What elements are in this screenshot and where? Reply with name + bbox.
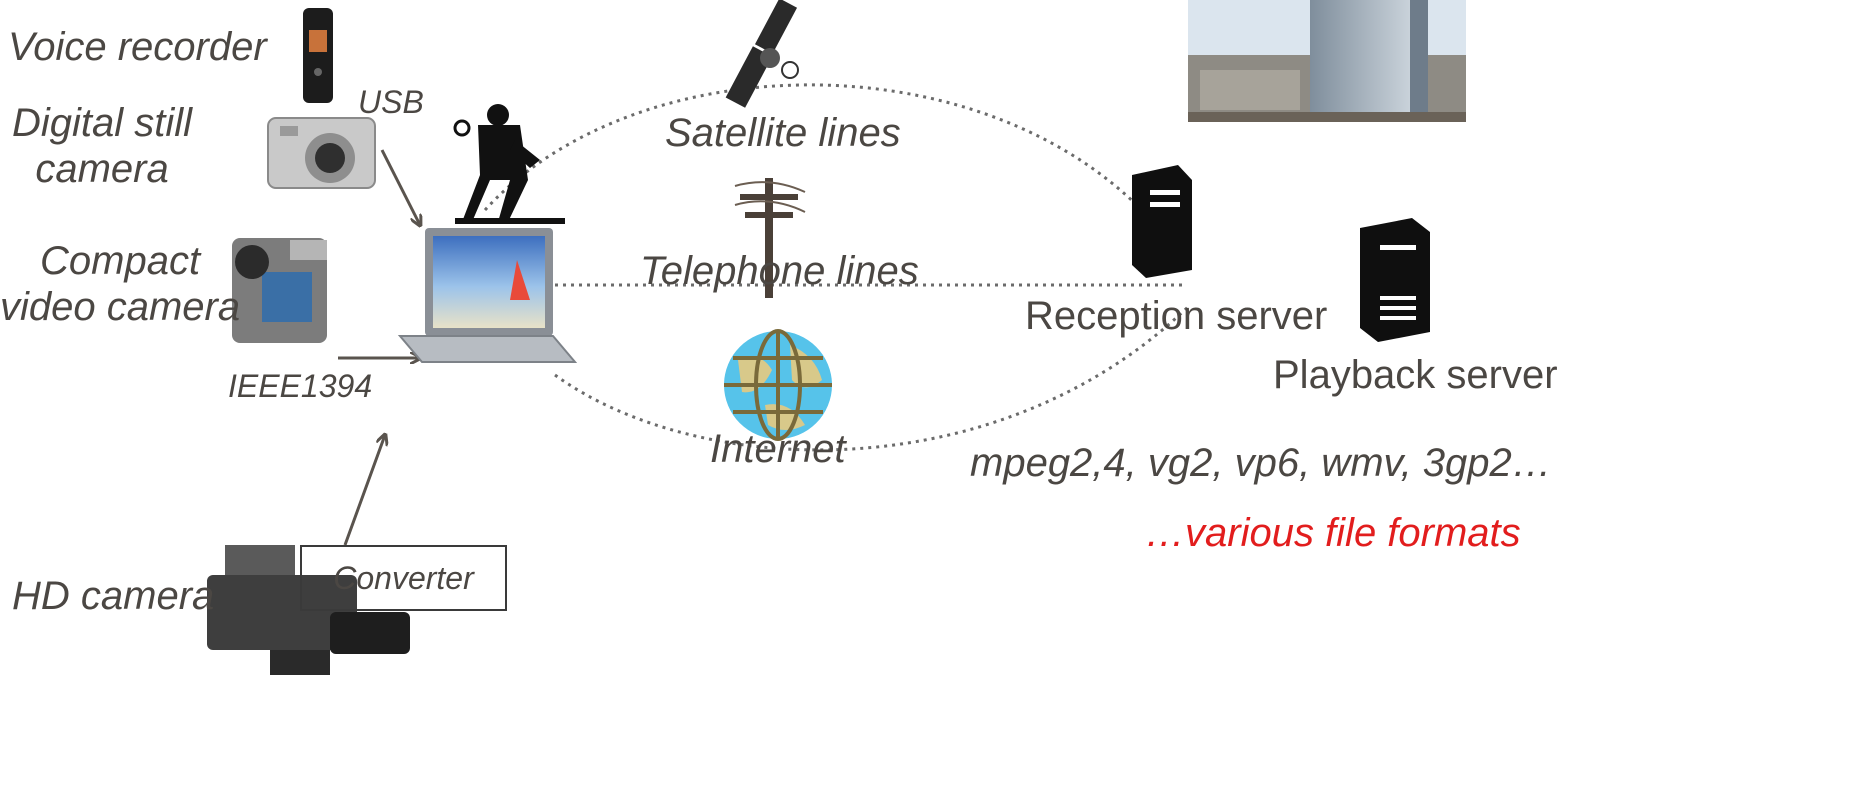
playback-server-icon — [1360, 218, 1430, 342]
compact-video-camera-label: Compact video camera — [0, 239, 241, 329]
internet-label: Internet — [710, 427, 846, 471]
globe-icon — [724, 329, 832, 441]
building-photo — [1188, 0, 1466, 122]
satellite-lines-label: Satellite lines — [665, 111, 901, 155]
usb-label: USB — [358, 84, 424, 120]
converter-label: Converter — [333, 559, 474, 596]
reception-server-label: Reception server — [1025, 294, 1328, 338]
telephone-lines-label: Telephone lines — [640, 249, 919, 293]
playback-server-label: Playback server — [1273, 353, 1558, 397]
converter-arrow — [343, 435, 385, 546]
usb-arrow — [380, 149, 420, 225]
digital-camera-icon — [267, 117, 376, 189]
formats-note: …various file formats — [1145, 511, 1521, 555]
formats-list: mpeg2,4, vg2, vp6, wmv, 3gp2… — [970, 441, 1552, 485]
voice-recorder-label: Voice recorder — [8, 25, 267, 69]
satellite-icon — [725, 0, 799, 108]
hd-camera-icon — [207, 545, 410, 675]
satellite-path — [483, 83, 1162, 231]
voice-recorder-icon — [303, 8, 333, 103]
reception-server-icon — [1132, 165, 1192, 278]
telephone-pole-icon — [734, 178, 806, 298]
hd-camera-label: HD camera — [12, 574, 215, 618]
video-camera-icon — [232, 238, 327, 343]
reporter-icon — [453, 104, 565, 224]
ieee1394-label: IEEE1394 — [228, 368, 373, 404]
digital-still-camera-label: Digital still camera — [12, 101, 193, 191]
laptop-icon — [397, 228, 578, 363]
internet-path — [554, 303, 1192, 452]
converter-box: Converter — [300, 545, 507, 611]
